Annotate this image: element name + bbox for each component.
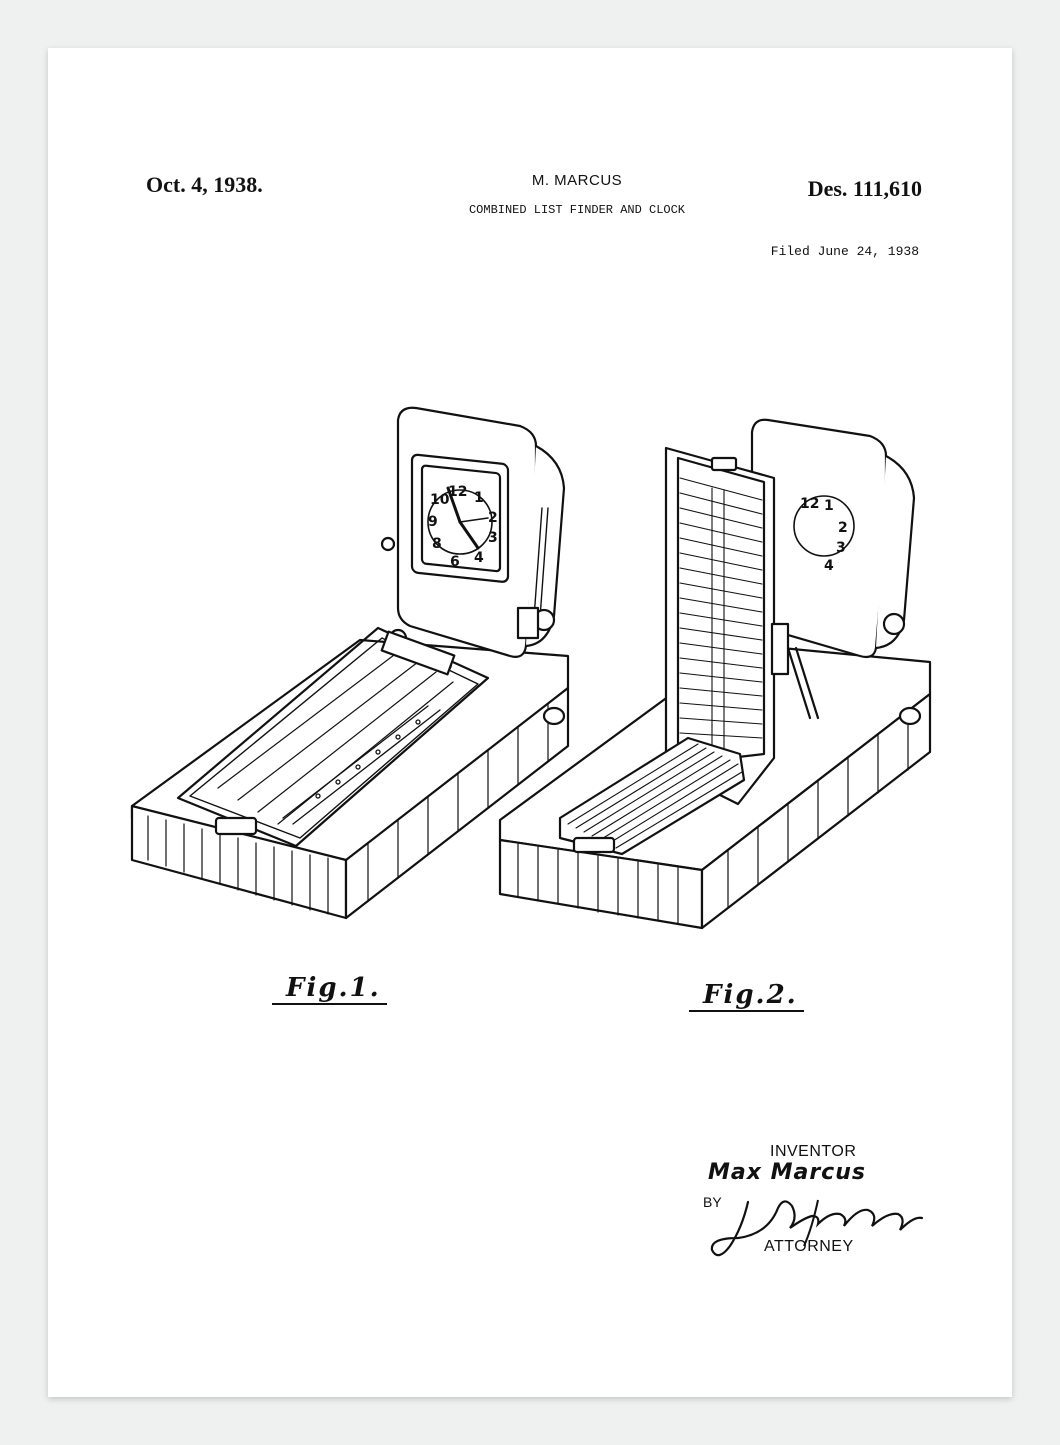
figure-1-label: Fig.1. (272, 973, 387, 1005)
figure-2-underline (689, 1010, 804, 1012)
svg-text:9: 9 (428, 514, 438, 530)
figure-1-drawing: 121 23 46 89 10 (130, 406, 570, 920)
svg-text:4: 4 (474, 550, 484, 566)
inventor-label: INVENTOR (770, 1143, 857, 1160)
svg-text:1: 1 (474, 490, 484, 506)
patent-sheet: Oct. 4, 1938. M. MARCUS COMBINED LIST FI… (48, 48, 1012, 1397)
patent-date: Oct. 4, 1938. (146, 172, 263, 197)
filed-date: Filed June 24, 1938 (770, 244, 919, 259)
svg-text:10: 10 (430, 492, 450, 508)
attorney-label: ATTORNEY (764, 1238, 854, 1255)
figure-1-underline (272, 1003, 387, 1005)
inventor-name: Max Marcus (708, 1160, 866, 1185)
inventor-heading: M. MARCUS (531, 172, 623, 189)
svg-text:1: 1 (824, 498, 834, 514)
svg-text:3: 3 (488, 530, 498, 546)
by-label: BY (703, 1194, 722, 1210)
svg-text:2: 2 (488, 510, 498, 526)
svg-text:2: 2 (838, 520, 848, 536)
patent-number: Des. 111,610 (807, 176, 922, 201)
svg-text:12: 12 (800, 496, 819, 512)
patent-title: COMBINED LIST FINDER AND CLOCK (468, 203, 686, 217)
attorney-signature (710, 1199, 924, 1257)
figure-2-drawing: 12 1 2 34 (498, 418, 932, 930)
svg-text:12: 12 (448, 484, 467, 500)
figure-2-label: Fig.2. (689, 980, 804, 1012)
svg-text:3: 3 (836, 540, 846, 556)
svg-text:4: 4 (824, 558, 834, 574)
svg-text:8: 8 (432, 536, 442, 552)
svg-text:6: 6 (450, 554, 460, 570)
patent-drawing: 121 23 46 89 10 (130, 406, 932, 930)
